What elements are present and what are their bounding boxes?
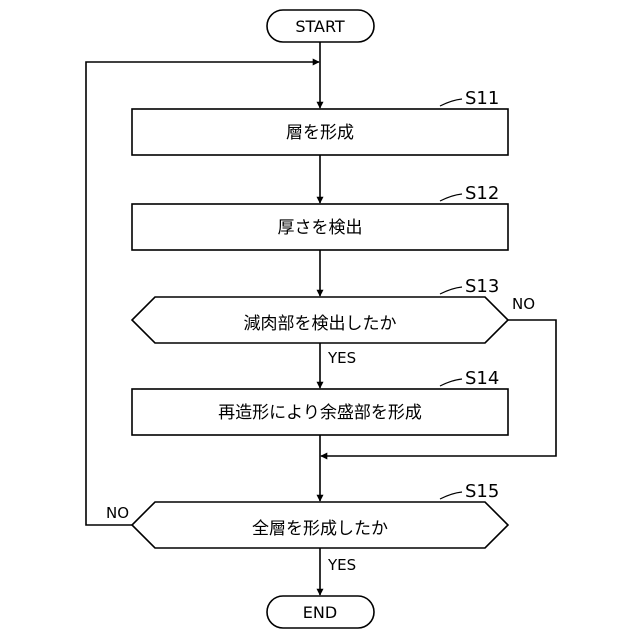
decision-s13-yes-label: YES <box>327 349 356 367</box>
step-s12-id: S12 <box>465 183 499 204</box>
step-s12-label: 厚さを検出 <box>278 218 363 238</box>
decision-s15-yes-label: YES <box>327 556 356 574</box>
decision-s15-label: 全層を形成したか <box>252 519 388 539</box>
step-s14-label: 再造形により余盛部を形成 <box>218 403 422 423</box>
step-s14-id: S14 <box>465 368 499 389</box>
end-label: END <box>303 603 337 622</box>
step-s11-label: 層を形成 <box>286 123 354 143</box>
start-label: START <box>295 17 345 36</box>
decision-s15-leader <box>440 492 462 499</box>
decision-s13-label: 減肉部を検出したか <box>244 314 397 334</box>
step-s12-leader <box>440 194 462 201</box>
decision-s13-no-label: NO <box>512 295 535 313</box>
decision-s15-id: S15 <box>465 481 499 502</box>
step-s14-leader <box>440 379 462 386</box>
decision-s15-no-label: NO <box>106 504 129 522</box>
decision-s13-leader <box>440 287 462 294</box>
decision-s13-id: S13 <box>465 276 499 297</box>
step-s11-id: S11 <box>465 88 499 109</box>
step-s11-leader <box>440 99 462 106</box>
